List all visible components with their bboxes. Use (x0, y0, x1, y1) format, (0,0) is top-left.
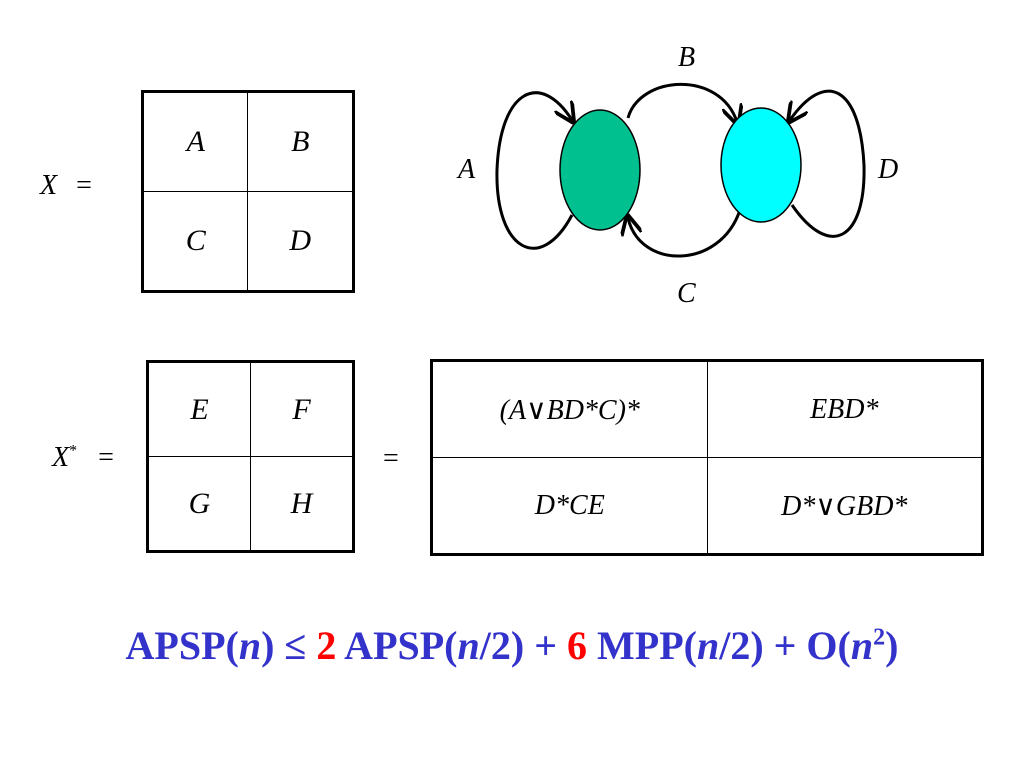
result-cell-bottom-left: D*CE (431, 457, 708, 555)
xstar-cell-h: H (250, 456, 354, 552)
result-cell-top-left: (A∨BD*C)* (431, 360, 708, 458)
apsp-recurrence-formula: APSP(n) ≤ 2 APSP(n/2) + 6 MPP(n/2) + O(n… (0, 622, 1024, 669)
result-cell-bottom-right: D*∨GBD* (706, 457, 984, 555)
block-graph-diagram: B A D C (456, 42, 898, 309)
x-matrix: A B C D (141, 90, 355, 293)
label-d: D (877, 154, 898, 185)
xstar-symbol: X (52, 442, 70, 473)
formula-part: MPP( (587, 623, 697, 668)
x-label: X = (40, 170, 92, 202)
edge-a-loop (495, 91, 572, 250)
node-right (720, 107, 802, 223)
edge-d-loop (790, 89, 866, 238)
x-cell-b: B (247, 91, 354, 192)
x-cell-a: A (141, 91, 249, 192)
formula-part: APSP( (125, 623, 239, 668)
xstar-cell-f: F (250, 361, 354, 457)
edge-b (626, 82, 737, 122)
x-cell-d: D (247, 191, 354, 292)
xstar-cell-g: G (147, 456, 251, 552)
formula-n: n (457, 623, 480, 668)
formula-part: APSP( (336, 623, 458, 668)
formula-n: n (238, 623, 262, 668)
xstar-matrix: E F G H (146, 360, 355, 553)
node-left (559, 109, 641, 231)
middle-equals: = (383, 443, 399, 474)
formula-part: ) ≤ (261, 623, 317, 668)
formula-n: n (850, 623, 874, 668)
formula-coefficient-2: 2 (316, 623, 337, 668)
result-matrix: (A∨BD*C)* EBD* D*CE D*∨GBD* (430, 359, 984, 556)
label-b: B (678, 42, 695, 73)
xstar-cell-e: E (147, 361, 251, 457)
formula-part: /2) + (479, 623, 567, 668)
x-symbol: X (40, 170, 58, 201)
x-equals: = (76, 170, 92, 201)
formula-exponent: 2 (873, 624, 886, 651)
formula-part: /2) + O( (719, 623, 851, 668)
xstar-equals: = (98, 442, 114, 473)
x-cell-c: C (141, 191, 249, 292)
formula-n: n (696, 623, 720, 668)
xstar-superscript: * (69, 442, 78, 460)
xstar-label: X* = (52, 442, 114, 474)
edge-c (628, 209, 742, 258)
formula-part: ) (885, 623, 899, 668)
label-c: C (677, 278, 696, 309)
label-a: A (456, 154, 476, 185)
result-cell-top-right: EBD* (706, 360, 984, 458)
formula-coefficient-6: 6 (567, 623, 587, 668)
